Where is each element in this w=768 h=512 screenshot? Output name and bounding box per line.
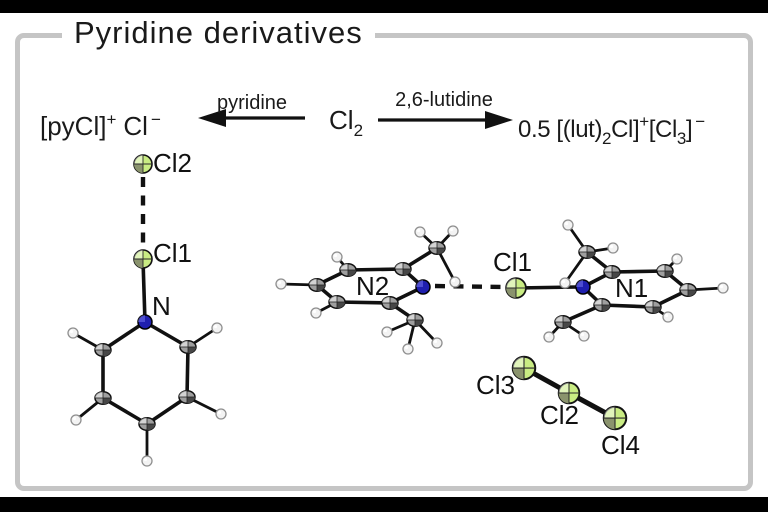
chlorine-atom <box>602 405 628 431</box>
atom-label: Cl2 <box>153 148 192 178</box>
hydrogen-atom <box>381 326 393 338</box>
charge-superscript: − <box>150 110 161 129</box>
reaction-arrow-left <box>198 109 305 127</box>
arrow-left-label: pyridine <box>216 92 288 114</box>
chlorine-atom <box>133 249 153 269</box>
hydrogen-atom <box>431 337 443 349</box>
hydrogen-atom <box>414 226 426 238</box>
carbon-atom <box>578 244 596 260</box>
figure-content <box>0 13 768 497</box>
charge-superscript: − <box>695 112 705 131</box>
carbon-atom <box>593 297 611 313</box>
atom-label: Cl3 <box>476 370 515 400</box>
formula-segment: Cl <box>123 111 148 141</box>
hydrogen-atom <box>67 327 79 339</box>
carbon-atom <box>339 262 357 278</box>
nitrogen-atom <box>575 279 591 295</box>
nitrogen-atom <box>415 279 431 295</box>
atom-label: N1 <box>615 273 648 303</box>
bond <box>101 396 149 426</box>
hydrogen-atom <box>310 307 322 319</box>
hydrogen-atom <box>211 322 223 334</box>
carbon-atom <box>428 240 446 256</box>
formula-segment: ] <box>685 116 693 143</box>
carbon-atom <box>138 416 156 432</box>
carbon-atom <box>394 261 412 277</box>
formula-segment: Cl <box>329 105 354 135</box>
arrow-right-label: 2,6-lutidine <box>395 89 493 111</box>
carbon-atom <box>94 390 112 406</box>
formula-subscript: 2 <box>353 121 364 140</box>
figure-title: Pyridine derivatives <box>62 14 375 52</box>
arrowhead-left-icon <box>198 109 226 127</box>
bond <box>335 300 392 305</box>
carbon-atom <box>406 312 424 328</box>
hydrogen-atom <box>215 408 227 420</box>
bond <box>143 320 190 349</box>
formula-subscript: 2 <box>602 129 612 148</box>
formula-segment: [pyCl] <box>40 111 107 141</box>
hydrogen-atom <box>331 251 343 263</box>
product-left-formula: [pyCl]+ Cl− <box>40 104 161 142</box>
hydrogen-atom <box>662 311 674 323</box>
carbon-atom <box>656 263 674 279</box>
reactant-formula: Cl2 <box>329 104 363 147</box>
bond <box>346 267 405 272</box>
formula-segment: 0.5 [(lut) <box>518 116 603 143</box>
carbon-atom <box>328 294 346 310</box>
carbon-atom <box>178 389 196 405</box>
hydrogen-atom <box>559 277 571 289</box>
bond <box>101 320 147 352</box>
carbon-atom <box>179 339 197 355</box>
trichloride-structure: Cl3 Cl2 Cl4 <box>476 355 640 460</box>
formula-segment: Cl] <box>611 116 640 143</box>
formula-subscript: 3 <box>676 129 686 148</box>
figure-frame <box>15 33 753 491</box>
hydrogen-atom <box>70 414 82 426</box>
carbon-atom <box>679 282 697 298</box>
carbon-atom <box>308 277 326 293</box>
product-right-formula: 0.5 [(lut)2Cl]+[Cl3]− <box>518 106 705 155</box>
hydrogen-atom <box>543 331 555 343</box>
chlorine-atom <box>505 277 527 299</box>
atom-label: Cl1 <box>493 247 532 277</box>
charge-superscript: + <box>639 112 649 131</box>
carbon-atom <box>94 342 112 358</box>
hydrogen-atom <box>402 343 414 355</box>
chlorine-atom <box>511 355 537 381</box>
reaction-arrow-right <box>378 111 513 129</box>
nitrogen-atom <box>137 314 153 330</box>
hydrogen-atom <box>275 278 287 290</box>
hydrogen-atom <box>141 455 153 467</box>
hydrogen-atom <box>607 242 619 254</box>
atom-label: N <box>152 291 171 321</box>
atom-label: Cl1 <box>153 238 192 268</box>
pyridine-structure: Cl2 Cl1 N <box>67 148 227 467</box>
atom-label: Cl4 <box>601 430 640 460</box>
formula-segment: [Cl <box>648 116 678 143</box>
bond <box>141 258 147 324</box>
hydrogen-atom <box>671 253 683 265</box>
hydrogen-atom <box>562 219 574 231</box>
bond <box>185 345 190 399</box>
lutidine-complex-structure: N2 Cl1 N1 <box>275 219 729 355</box>
hydrogen-atom <box>717 282 729 294</box>
hydrogen-atom <box>447 225 459 237</box>
bond <box>610 269 667 274</box>
atom-label: N2 <box>356 271 389 301</box>
atom-label: Cl2 <box>540 400 579 430</box>
carbon-atom <box>554 314 572 330</box>
arrowhead-right-icon <box>485 111 513 129</box>
halogen-bond-dashed <box>434 283 505 290</box>
hydrogen-atom <box>578 330 590 342</box>
chlorine-atom <box>133 154 153 174</box>
charge-superscript: + <box>106 110 117 129</box>
hydrogen-atom <box>449 276 461 288</box>
